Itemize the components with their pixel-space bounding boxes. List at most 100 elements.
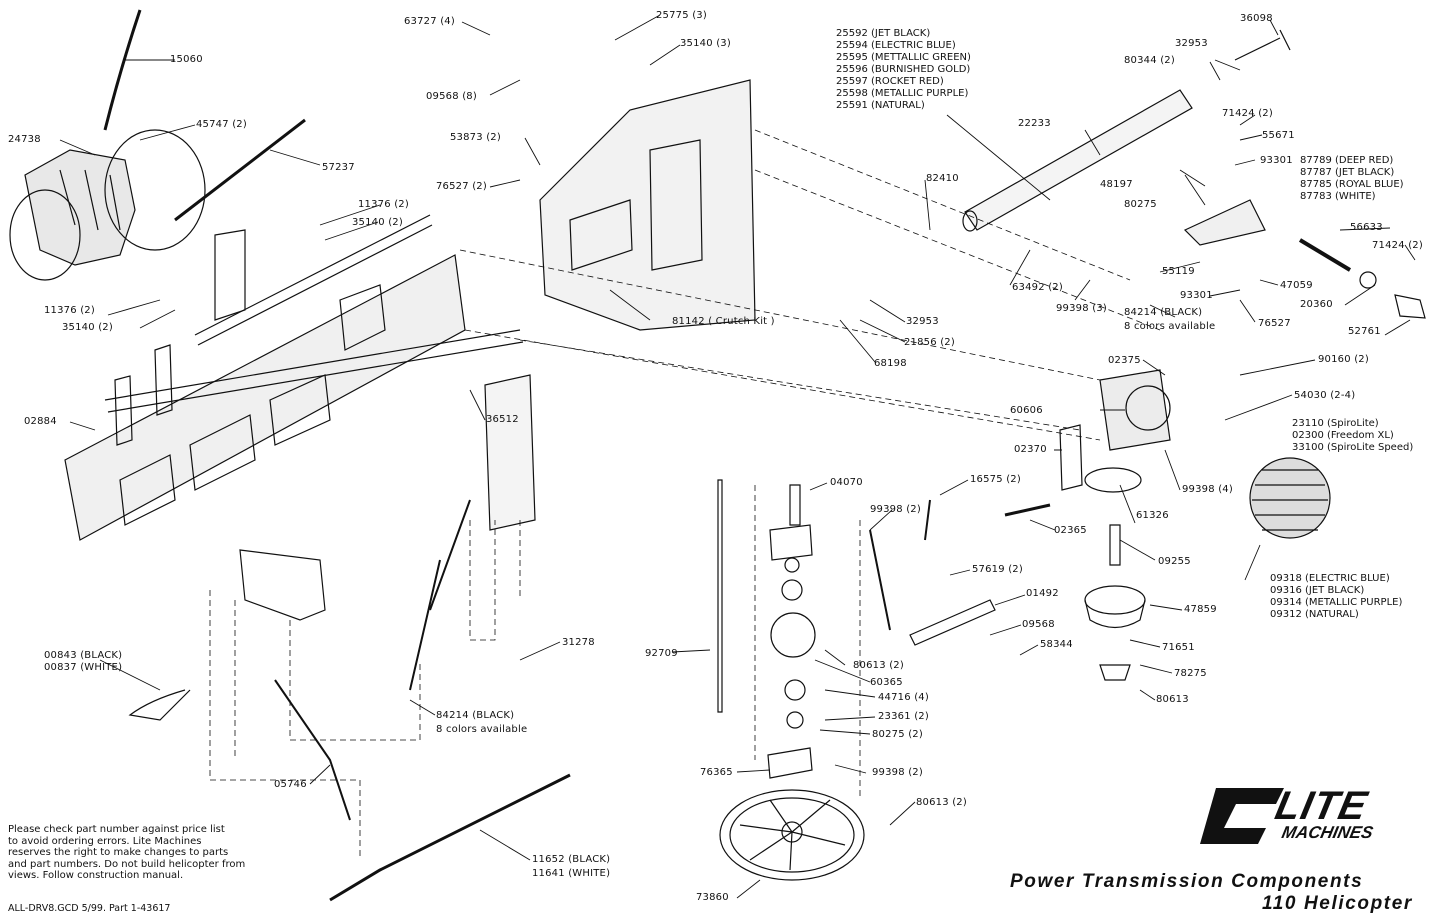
part-label-80613b: 80613 (2) bbox=[853, 660, 904, 671]
part-label-00837: 00837 (WHITE) bbox=[44, 662, 123, 673]
part-label-68198: 68198 bbox=[874, 358, 907, 369]
part-label-81142: 81142 ( Crutch Kit ) bbox=[672, 316, 775, 327]
part-label-80613c: 80613 (2) bbox=[916, 797, 967, 808]
part-label-35140c: 35140 (3) bbox=[680, 38, 731, 49]
part-label-09255: 09255 bbox=[1158, 556, 1191, 567]
part-label-63727: 63727 (4) bbox=[404, 16, 455, 27]
part-label-23361: 23361 (2) bbox=[878, 711, 929, 722]
part-label-11376b: 11376 (2) bbox=[44, 305, 95, 316]
tailboom-color-1: 25594 (ELECTRIC BLUE) bbox=[836, 40, 956, 51]
part-label-93301b: 93301 bbox=[1180, 290, 1213, 301]
part-label-32953b: 32953 bbox=[1175, 38, 1208, 49]
part-label-01492: 01492 bbox=[1026, 588, 1059, 599]
part-label-21856: 21856 (2) bbox=[904, 337, 955, 348]
part-label-63492: 63492 (2) bbox=[1012, 282, 1063, 293]
part-label-82410: 82410 bbox=[926, 173, 959, 184]
tailboom-color-6: 25591 (NATURAL) bbox=[836, 100, 925, 111]
part-label-47859: 47859 bbox=[1184, 604, 1217, 615]
tailboom-color-0: 25592 (JET BLACK) bbox=[836, 28, 931, 39]
crutch-frame-drawing bbox=[539, 79, 756, 331]
lower-frame-drawing bbox=[128, 499, 571, 902]
part-label-16575: 16575 (2) bbox=[970, 474, 1021, 485]
part-label-36512: 36512 bbox=[486, 414, 519, 425]
shroud-color-2: 09314 (METALLIC PURPLE) bbox=[1270, 597, 1403, 608]
part-label-44716: 44716 (4) bbox=[878, 692, 929, 703]
engine-drawing bbox=[1004, 369, 1331, 539]
part-label-84214a: 84214 (BLACK) bbox=[1124, 307, 1203, 318]
part-label-73860: 73860 bbox=[696, 892, 729, 903]
part-label-76365: 76365 bbox=[700, 767, 733, 778]
shroud-color-1: 09316 (JET BLACK) bbox=[1270, 585, 1365, 596]
tail-case-color-1: 87787 (JET BLACK) bbox=[1300, 167, 1395, 178]
tail-case-color-0: 87789 (DEEP RED) bbox=[1300, 155, 1394, 166]
part-label-54030: 54030 (2-4) bbox=[1294, 390, 1356, 401]
part-label-80613a: 80613 bbox=[1156, 694, 1189, 705]
part-label-80275b: 80275 (2) bbox=[872, 729, 923, 740]
part-label-35140b: 35140 (2) bbox=[62, 322, 113, 333]
part-label-78275: 78275 bbox=[1174, 668, 1207, 679]
shroud-color-3: 09312 (NATURAL) bbox=[1270, 609, 1359, 620]
part-label-80275a: 80275 bbox=[1124, 199, 1157, 210]
part-label-47059: 47059 bbox=[1280, 280, 1313, 291]
part-label-02370: 02370 bbox=[1014, 444, 1047, 455]
part-label-31278: 31278 bbox=[562, 637, 595, 648]
part-label-11641: 11641 (WHITE) bbox=[532, 868, 611, 879]
tail-boom-drawing bbox=[962, 29, 1291, 232]
part-label-11652: 11652 (BLACK) bbox=[532, 854, 611, 865]
lite-machines-logo: LITE MACHINES bbox=[1196, 784, 1424, 848]
part-label-84214b2: 8 colors available bbox=[436, 724, 528, 735]
tail-case-color-list: 87789 (DEEP RED) 87787 (JET BLACK) 87785… bbox=[1300, 155, 1404, 203]
part-label-58344: 58344 bbox=[1040, 639, 1073, 650]
head-variant-list: 23110 (SpiroLite) 02300 (Freedom XL) 331… bbox=[1292, 418, 1413, 454]
note-line-0: Please check part number against price l… bbox=[8, 824, 225, 835]
part-label-32953a: 32953 bbox=[906, 316, 939, 327]
part-label-00843: 00843 (BLACK) bbox=[44, 650, 123, 661]
right-plate-drawing bbox=[484, 374, 536, 531]
head-variant-2: 33100 (SpiroLite Speed) bbox=[1292, 442, 1414, 453]
logo-swoosh bbox=[1200, 788, 1284, 844]
part-label-09568a: 09568 (8) bbox=[426, 91, 477, 102]
footer-file-id: ALL-DRV8.GCD 5/99. Part 1-43617 bbox=[8, 903, 171, 914]
logo-machines-text: MACHINES bbox=[1280, 823, 1375, 842]
part-label-80344: 80344 (2) bbox=[1124, 55, 1175, 66]
part-label-56633: 56633 bbox=[1350, 222, 1383, 233]
ordering-note: Please check part number against price l… bbox=[8, 824, 245, 882]
part-label-57619: 57619 (2) bbox=[972, 564, 1023, 575]
note-line-1: to avoid ordering errors. Lite Machines bbox=[8, 835, 202, 847]
part-label-55119: 55119 bbox=[1162, 266, 1195, 277]
part-label-60365: 60365 bbox=[870, 677, 903, 688]
part-label-84214b: 84214 (BLACK) bbox=[436, 710, 515, 721]
part-label-22233: 22233 bbox=[1018, 118, 1051, 129]
part-label-71651: 71651 bbox=[1162, 642, 1195, 653]
shroud-color-list: 09318 (ELECTRIC BLUE) 09316 (JET BLACK) … bbox=[1270, 573, 1402, 621]
diagram-title: Power Transmission Components bbox=[1010, 871, 1364, 892]
shroud-color-0: 09318 (ELECTRIC BLUE) bbox=[1270, 573, 1390, 584]
tail-case-drawing bbox=[1183, 199, 1426, 319]
part-label-36098: 36098 bbox=[1240, 13, 1273, 24]
part-label-57237: 57237 bbox=[322, 162, 355, 173]
dashed-alignment-lines bbox=[209, 129, 1161, 860]
part-label-48197: 48197 bbox=[1100, 179, 1133, 190]
tailboom-color-5: 25598 (METALLIC PURPLE) bbox=[836, 88, 969, 99]
leader-lines bbox=[59, 14, 1416, 899]
part-label-11376a: 11376 (2) bbox=[358, 199, 409, 210]
note-line-3: and part numbers. Do not build helicopte… bbox=[8, 858, 246, 870]
part-label-02365: 02365 bbox=[1054, 525, 1087, 536]
part-label-05746: 05746 bbox=[274, 779, 307, 790]
part-label-35140a: 35140 (2) bbox=[352, 217, 403, 228]
part-label-76527b: 76527 bbox=[1258, 318, 1291, 329]
tailboom-color-list: 25592 (JET BLACK) 25594 (ELECTRIC BLUE) … bbox=[836, 28, 971, 112]
part-label-24738: 24738 bbox=[8, 134, 41, 145]
note-line-2: reserves the right to make changes to pa… bbox=[8, 847, 229, 858]
part-label-02375: 02375 bbox=[1108, 355, 1141, 366]
diagram-subtitle: 110 Helicopter bbox=[1262, 893, 1413, 914]
tail-case-color-2: 87785 (ROYAL BLUE) bbox=[1300, 179, 1404, 190]
part-label-15060: 15060 bbox=[170, 54, 203, 65]
fuel-tank-drawing bbox=[9, 9, 306, 281]
part-label-04070: 04070 bbox=[830, 477, 863, 488]
part-label-99398c: 99398 (2) bbox=[870, 504, 921, 515]
part-label-99398d: 99398 (2) bbox=[872, 767, 923, 778]
part-label-45747: 45747 (2) bbox=[196, 119, 247, 130]
